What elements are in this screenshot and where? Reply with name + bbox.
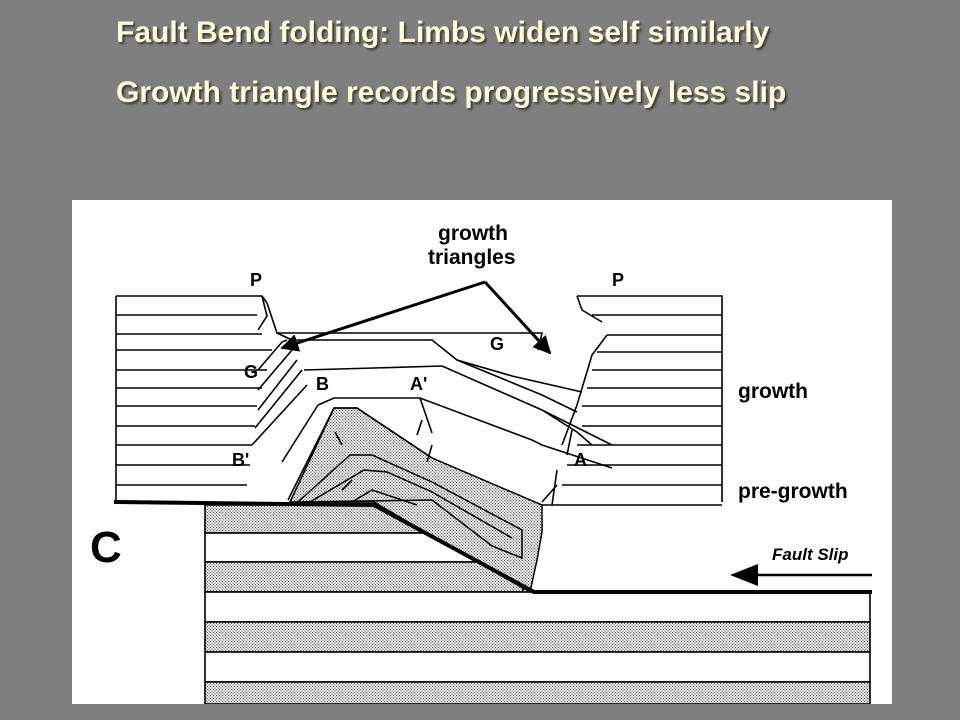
legend-pregrowth-label: pre-growth xyxy=(738,480,848,503)
callout-growth-triangles-line-1: growth xyxy=(438,222,508,245)
pin-line-label-left: P xyxy=(250,270,262,290)
slide-title-line-1: Fault Bend folding: Limbs widen self sim… xyxy=(116,16,770,49)
legend-growth-label: growth xyxy=(738,380,808,403)
slide-title-line-2: Growth triangle records progressively le… xyxy=(116,76,787,109)
footwall-layers xyxy=(204,504,871,704)
fault-slip-arrow xyxy=(730,564,872,586)
point-b-prime-label: B' xyxy=(232,450,249,470)
point-a-label: A xyxy=(574,450,587,470)
growth-strata xyxy=(115,295,723,506)
point-a-prime-label: A' xyxy=(410,374,427,394)
pin-line-label-right: P xyxy=(612,270,624,290)
growth-triangle-arrows xyxy=(280,280,552,355)
fault-bend-fold-diagram: C growth triangles P P G G B A' B' A gro… xyxy=(72,200,892,704)
panel-label: C xyxy=(90,523,122,572)
point-g-left-label: G xyxy=(244,362,258,382)
fault-trace xyxy=(113,500,872,594)
fault-slip-label: Fault Slip xyxy=(772,545,849,564)
point-g-right-label: G xyxy=(490,334,504,354)
callout-growth-triangles-line-2: triangles xyxy=(428,246,516,269)
point-b-label: B xyxy=(316,374,329,394)
